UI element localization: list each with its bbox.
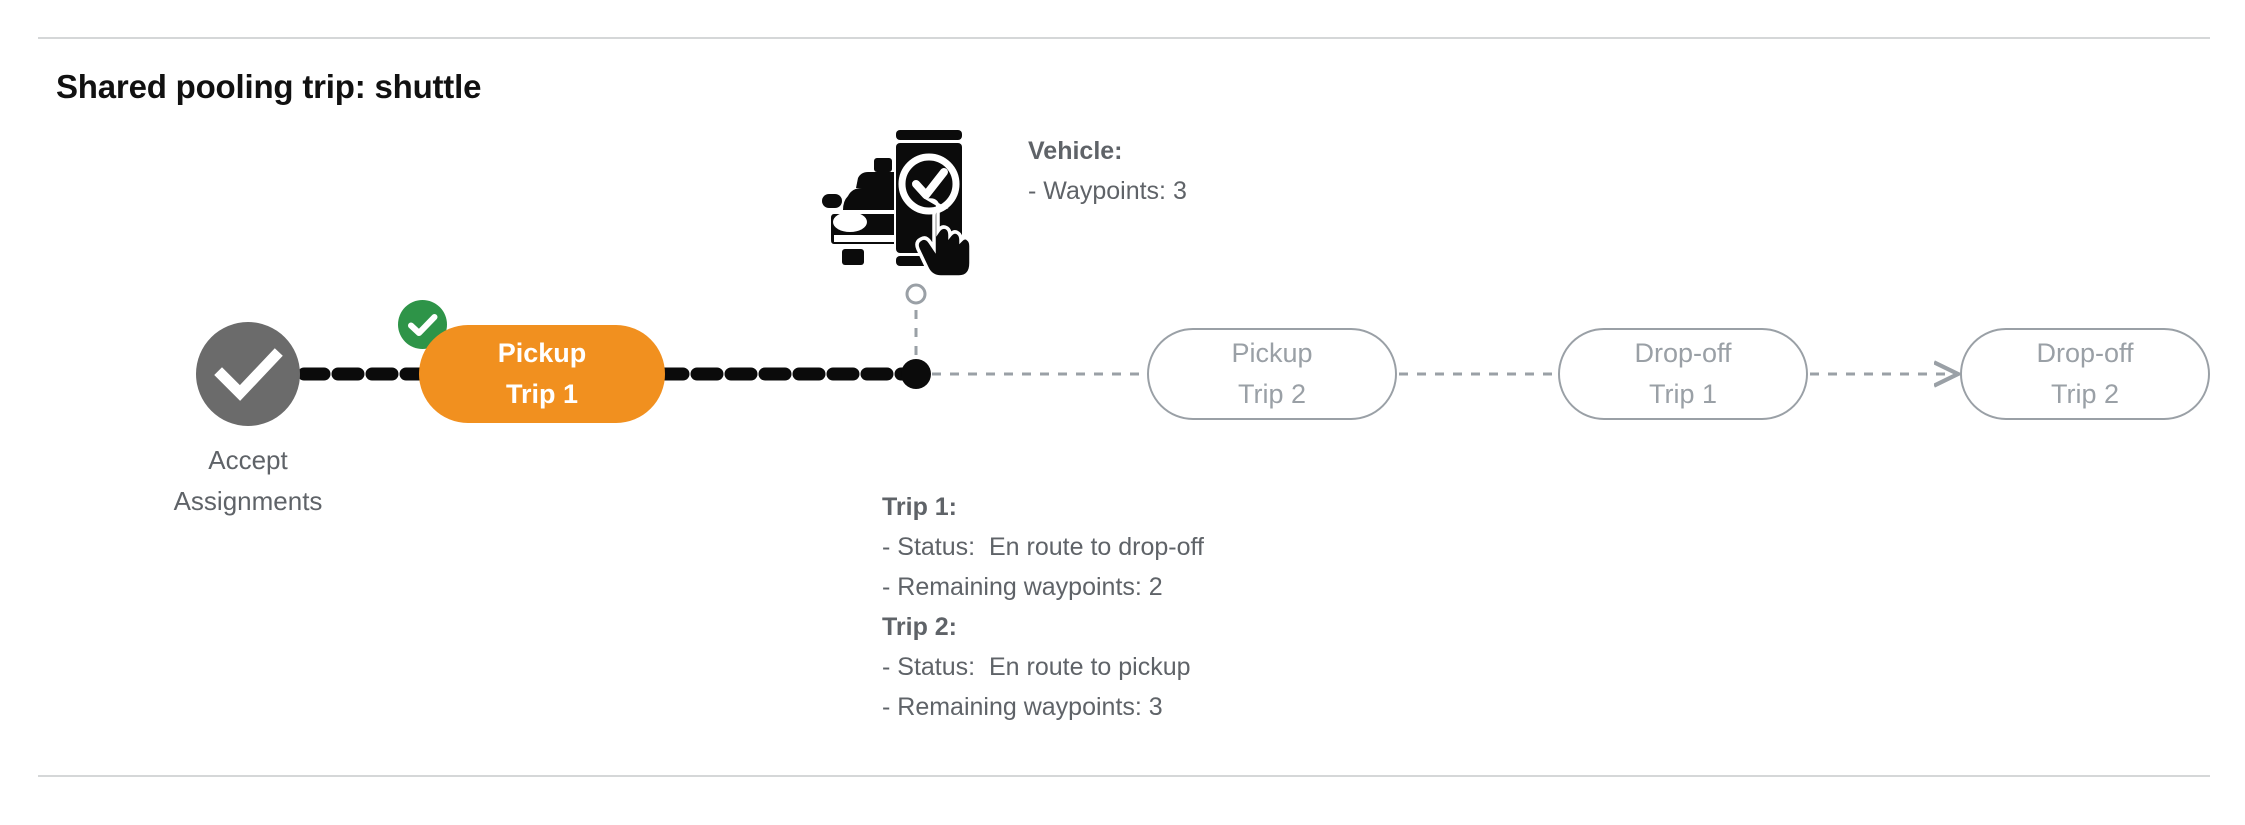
node-dropoff-trip-1-line-1: Drop-off [1634, 338, 1732, 368]
trip-2-status-label: - Status: [882, 653, 976, 681]
node-pickup-trip-2[interactable]: Pickup Trip 2 [1147, 328, 1397, 420]
trip-1-status-label: - Status: [882, 533, 976, 561]
node-pickup-trip-1[interactable]: Pickup Trip 1 [419, 325, 665, 423]
node-accept-assignments[interactable] [196, 322, 300, 426]
accept-label-line-2: Assignments [173, 486, 323, 516]
current-position-dot [901, 359, 931, 389]
vehicle-phone-check-icon [812, 122, 973, 279]
vehicle-info-waypoints: - Waypoints: 3 [1028, 177, 1187, 205]
page-title: Shared pooling trip: shuttle [56, 68, 482, 105]
node-pickup-trip-2-line-1: Pickup [1231, 338, 1313, 368]
trip-1-status: - Status: En route to drop-off [882, 527, 1204, 567]
top-divider [38, 37, 2210, 39]
trip-2-heading: Trip 2: [882, 613, 958, 641]
node-pickup-trip-1-line-2: Trip 1 [505, 379, 579, 409]
vehicle-info-heading: Vehicle: [1028, 137, 1123, 165]
trip-2-status: - Status: En route to pickup [882, 647, 1204, 687]
vehicle-icon-glyph [822, 130, 973, 279]
trip-1-status-value: En route to drop-off [989, 533, 1204, 561]
node-dropoff-trip-2-line-2: Trip 2 [2050, 379, 2119, 409]
node-pickup-trip-1-line-1: Pickup [497, 338, 587, 368]
trip-1-heading: Trip 1: [882, 493, 958, 521]
badge-check-glyph [408, 314, 438, 336]
trip-info-block: Trip 1: - Status: En route to drop-off -… [882, 487, 1204, 727]
trip-2-status-value: En route to pickup [989, 653, 1191, 681]
node-dropoff-trip-1-line-2: Trip 1 [1648, 379, 1717, 409]
bottom-divider [38, 775, 2210, 777]
check-icon [214, 348, 283, 401]
waypoint-ring [905, 283, 927, 305]
node-dropoff-trip-2[interactable]: Drop-off Trip 2 [1960, 328, 2210, 420]
vehicle-info-block: Vehicle: - Waypoints: 3 [1028, 131, 1187, 211]
node-pickup-trip-2-line-2: Trip 2 [1237, 379, 1306, 409]
trip-1-waypoints: - Remaining waypoints: 2 [882, 573, 1163, 601]
trip-2-waypoints: - Remaining waypoints: 3 [882, 693, 1163, 721]
node-dropoff-trip-1[interactable]: Drop-off Trip 1 [1558, 328, 1808, 420]
node-dropoff-trip-2-line-1: Drop-off [2036, 338, 2134, 368]
accept-label-line-1: Accept [208, 445, 288, 475]
node-accept-assignments-label: Accept Assignments [100, 440, 396, 522]
